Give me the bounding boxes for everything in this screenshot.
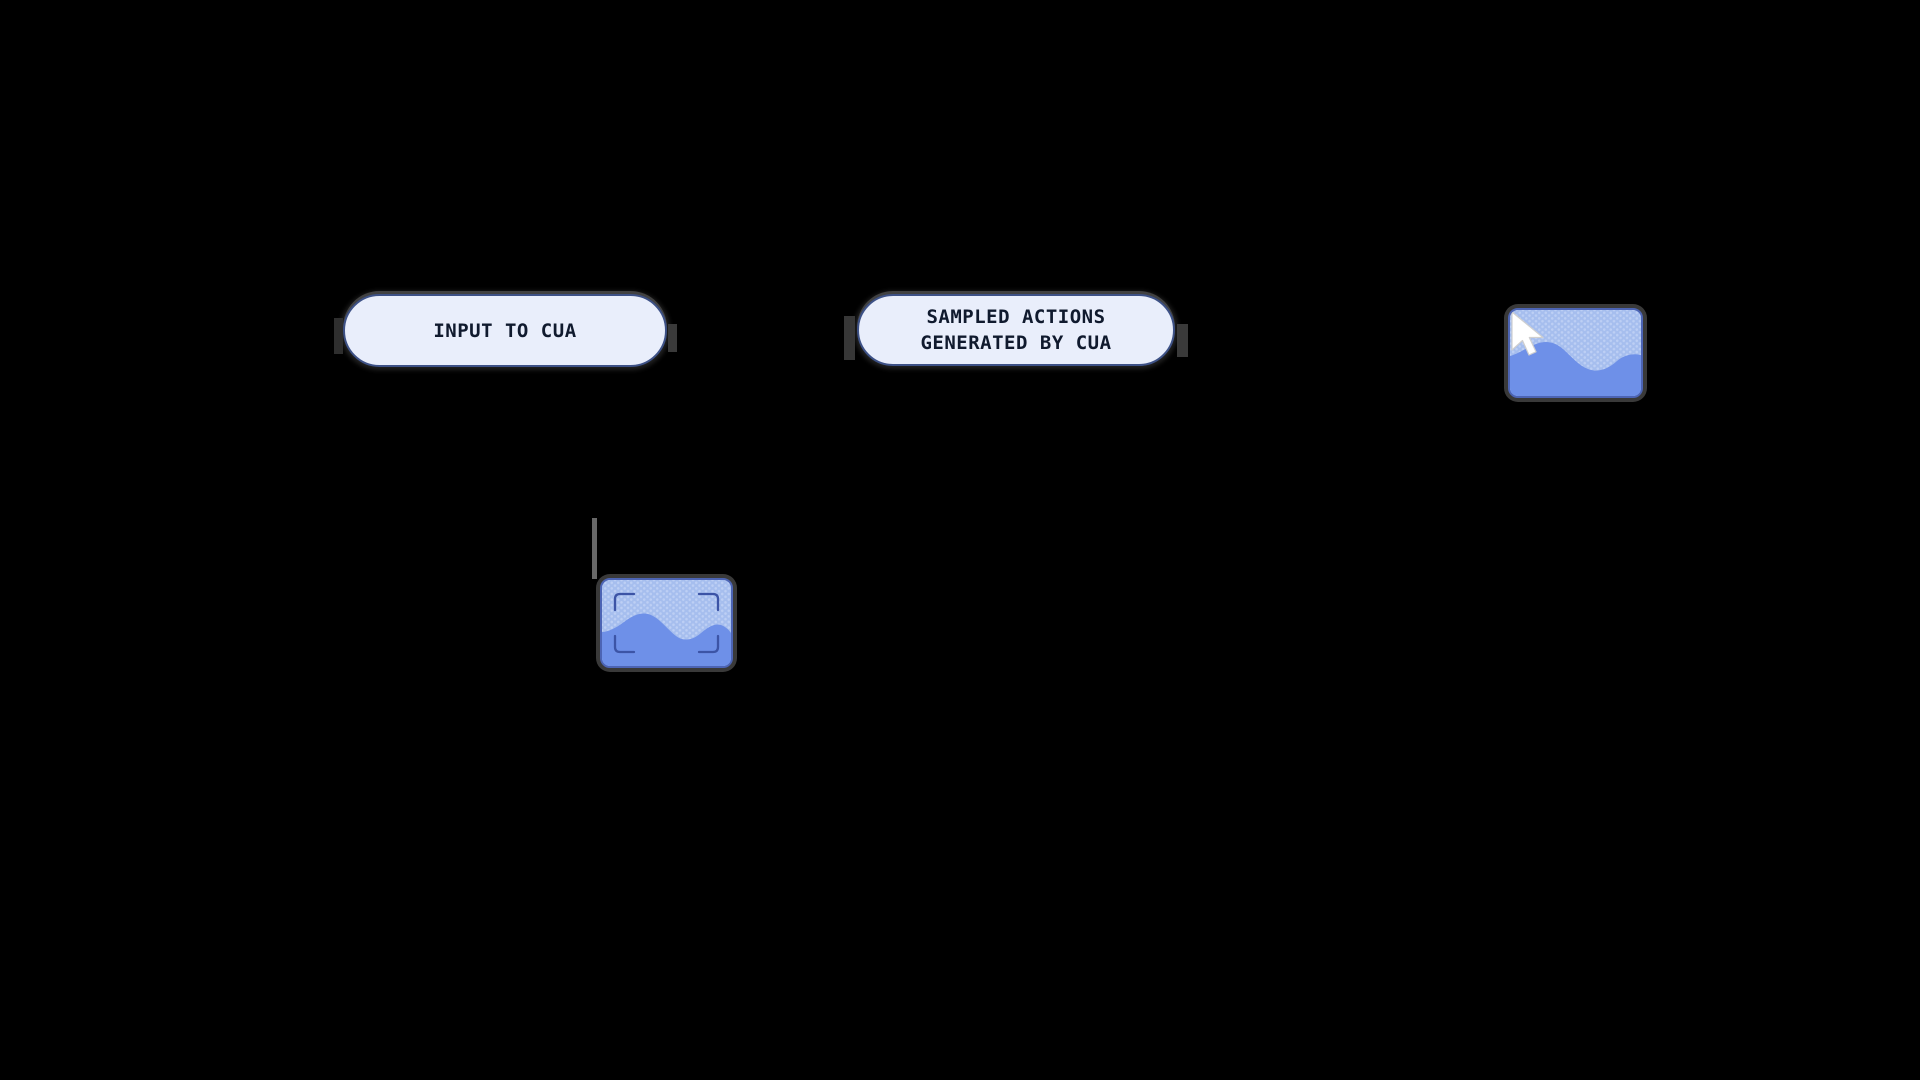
arrow-remnant-left-of-input-pill: [334, 318, 343, 354]
arrow-remnant-left-of-sampled-pill: [844, 316, 855, 360]
arrow-remnant-right-of-input-pill: [668, 324, 677, 352]
viewfinder-brackets-icon: [613, 592, 720, 654]
input-to-cua-label: INPUT TO CUA: [433, 319, 577, 342]
cursor-click-image-icon: [1508, 308, 1643, 398]
sampled-actions-label-line1: SAMPLED ACTIONS: [926, 306, 1106, 328]
arrow-remnant-above-screenshot-icon: [592, 518, 597, 579]
sampled-actions-pill: SAMPLED ACTIONS GENERATED BY CUA: [857, 294, 1175, 366]
mouse-cursor-icon: [1511, 311, 1544, 356]
wave-graphic: [602, 592, 731, 666]
arrow-remnant-right-of-sampled-pill: [1177, 324, 1188, 357]
sampled-actions-label-line2: GENERATED BY CUA: [920, 332, 1112, 354]
wave-graphic: [1510, 341, 1641, 396]
input-to-cua-pill: INPUT TO CUA: [343, 294, 667, 367]
screenshot-image-icon: [600, 578, 733, 668]
